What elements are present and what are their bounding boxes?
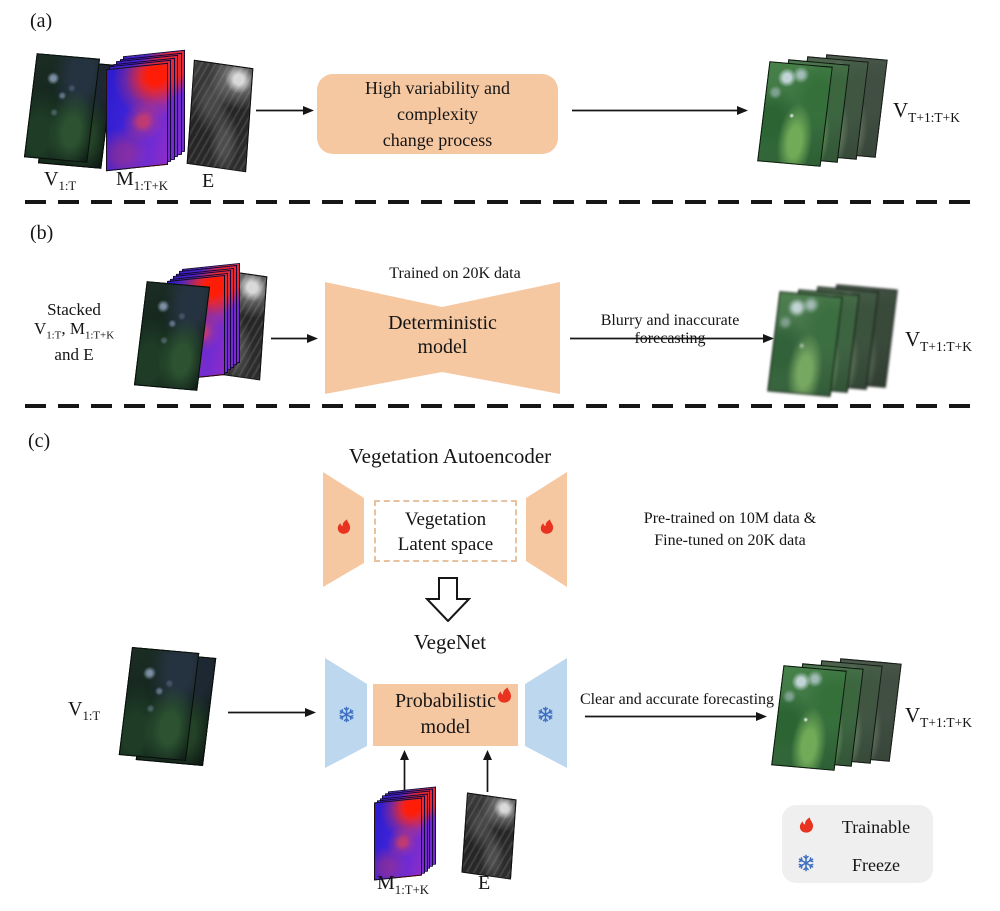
arrow-icon [585,712,767,721]
elevation-image [186,59,254,173]
panel-b-input-stack [133,262,270,395]
arrow-up-icon [400,750,409,792]
pretrain-note: Pre-trained on 10M data & Fine-tuned on … [643,510,817,549]
probabilistic-model-box: Probabilistic model [373,684,518,746]
label-m1tk-c: M1:T+K [377,872,430,897]
snowflake-icon [537,706,554,723]
process-line: High variability and [365,78,510,98]
snowflake-icon [797,854,815,872]
panel-c-input-v-stack [118,647,220,770]
panel-c-e-image [461,792,524,882]
label-e-c: E [478,872,491,894]
heatmap-image [106,62,168,172]
legend-trainable-label: Trainable [841,817,911,837]
forecast-image [771,665,847,771]
separator-dashed [25,404,975,408]
label-e: E [202,170,215,192]
arrow-icon [570,334,774,343]
legend-freeze-label: Freeze [852,855,900,875]
panel-b-output-stack [767,283,903,404]
panel-c-output-stack [771,657,907,778]
process-line: complexity [397,104,478,124]
heatmap-image [374,797,422,881]
process-box: High variability and complexity change p… [317,74,558,154]
elevation-image [461,792,517,880]
caption-line: and E [54,345,94,365]
vegenet-title: VegeNet [413,630,487,654]
flame-icon [798,817,815,834]
arrow-icon [228,708,316,717]
label-output-b: VT+1:T+K [905,327,972,355]
panel-c-tag: (c) [28,430,51,452]
label-v1t-c: V1:T [68,698,101,723]
caption-line: Stacked [47,300,101,319]
panel-b-caption: Stacked V1:T, M1:T+K and E [18,300,130,364]
satellite-image [118,647,200,761]
flame-icon [539,519,555,535]
arrow-up-icon [483,750,492,792]
satellite-image [133,281,211,391]
latent-space-box: Vegetation Latent space [374,500,517,562]
flame-icon [496,687,513,704]
panel-a-output-stack [757,53,893,174]
caption-line: V1:T, M1:T+K [33,319,115,342]
legend: Trainable Freeze [782,805,933,883]
label-v1t: V1:T [44,168,77,193]
clear-arrow-label: Clear and accurate forecasting [579,691,775,708]
arrow-icon [572,106,748,115]
forecast-image [757,61,833,167]
forecast-image [767,291,843,397]
snowflake-icon [338,706,355,723]
autoencoder-title: Vegetation Autoencoder [348,444,552,468]
label-m1tk: M1:T+K [116,168,169,193]
separator-dashed [25,200,975,204]
panel-a-input-e [186,59,260,174]
flame-icon [336,519,352,535]
label-output-c: VT+1:T+K [905,703,972,731]
arrow-icon [256,106,314,115]
panel-c-m-stack [374,786,440,881]
panel-a-input-m-stack [106,49,190,172]
deterministic-model-label: Deterministic model [388,312,497,358]
trained-note: Trained on 20K data [389,265,521,282]
satellite-image [23,53,101,163]
arrow-icon [271,334,318,343]
hollow-down-arrow-icon [425,577,471,622]
panel-b-tag: (b) [30,222,54,244]
process-line: change process [382,130,493,150]
panel-a-tag: (a) [30,10,53,32]
deterministic-model-shape [325,282,560,394]
label-output-a: VT+1:T+K [893,98,960,126]
